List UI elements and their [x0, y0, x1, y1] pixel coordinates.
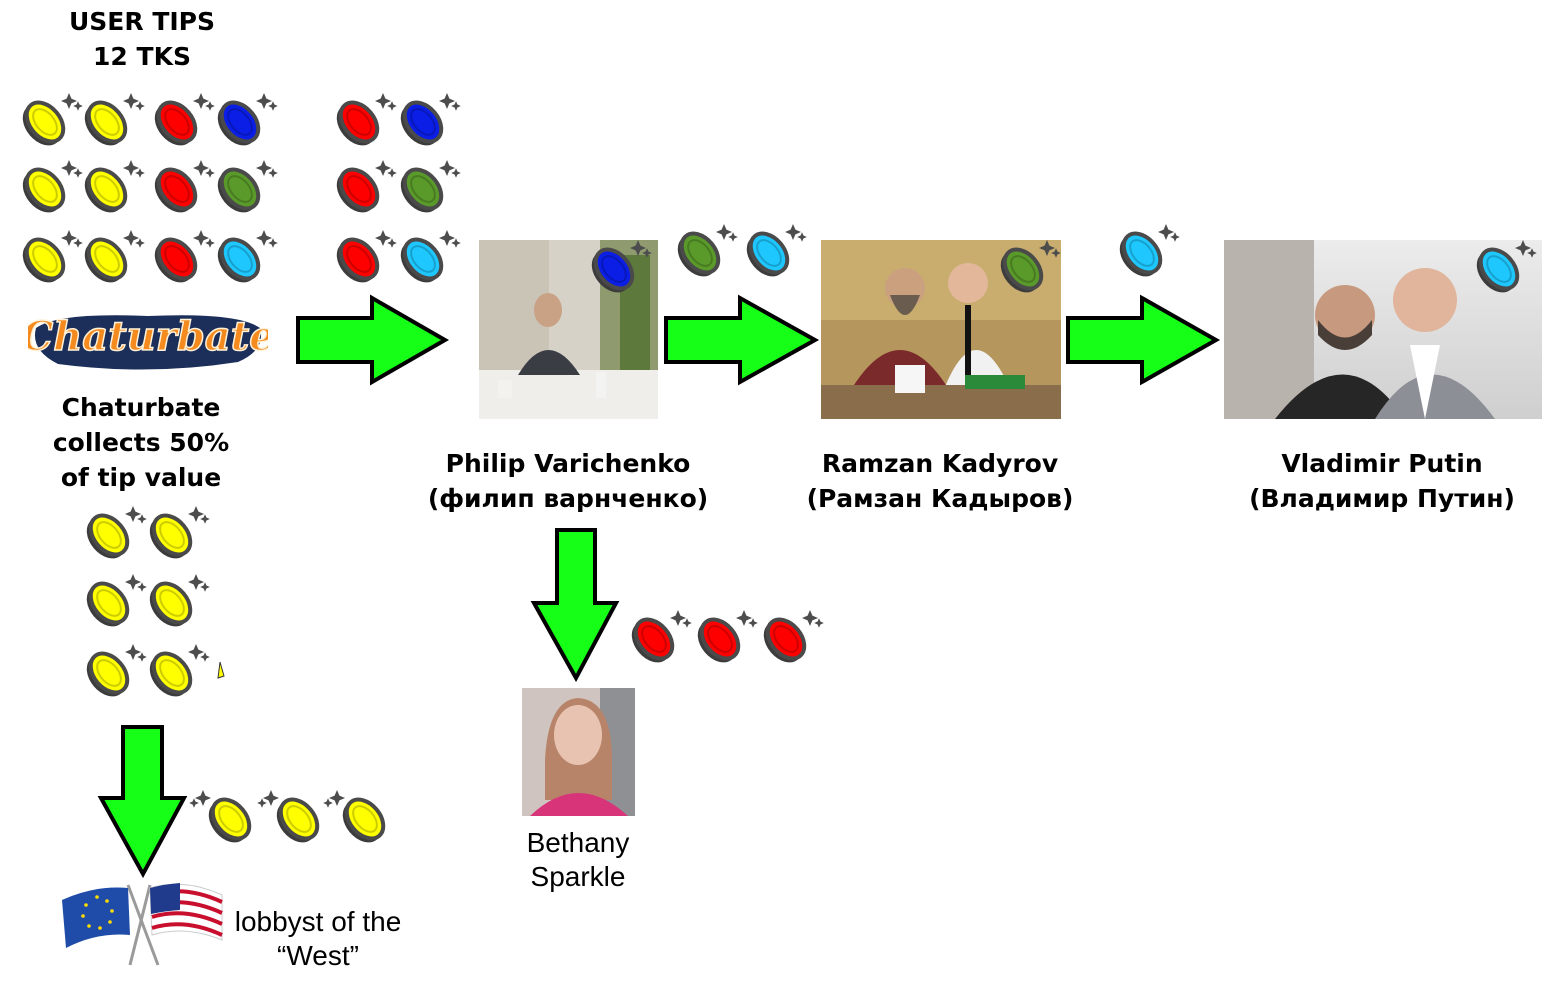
coin-yellow — [84, 160, 145, 213]
header-title: USER TIPS 12 TKS — [42, 4, 242, 74]
coin-yellow — [149, 644, 210, 697]
coin-yellow — [323, 790, 386, 843]
coin-yellow — [86, 644, 147, 697]
flags-eu-us — [62, 883, 223, 966]
lobbyist-line-2: “West” — [277, 940, 359, 971]
person-name: Vladimir Putin — [1281, 449, 1483, 478]
coin-cyan — [746, 224, 807, 277]
coin-yellow — [22, 230, 83, 283]
coin-cyan — [400, 230, 461, 283]
header-line-1: USER TIPS — [68, 7, 216, 36]
photo-bethany-sparkle — [522, 688, 635, 816]
coin-green — [677, 224, 738, 277]
chaturbate-note-line-3: of tip value — [60, 463, 222, 492]
recipient-line-2: Sparkle — [530, 861, 626, 892]
coin-red — [631, 610, 692, 663]
label-bethany-sparkle: Bethany Sparkle — [498, 826, 658, 894]
coin-yellow — [189, 790, 252, 843]
coin-cyan — [1476, 240, 1537, 293]
coin-yellow — [22, 160, 83, 213]
coin-blue — [591, 240, 652, 293]
coin-cyan — [1119, 224, 1180, 277]
chaturbate-logo-text: Chaturbate — [28, 313, 268, 360]
arrow-to-lobbyist — [97, 725, 188, 879]
coin-yellow — [84, 93, 145, 146]
arrow-to-philip — [296, 294, 450, 386]
coin-cyan — [217, 230, 278, 283]
arrow-to-kadyrov — [664, 294, 820, 386]
label-vladimir-putin: Vladimir Putin (Владимир Путин) — [1232, 446, 1532, 516]
coin-green — [217, 160, 278, 213]
label-ramzan-kadyrov: Ramzan Kadyrov (Рамзан Кадыров) — [790, 446, 1090, 516]
photo-ramzan-kadyrov — [821, 240, 1061, 419]
coin-green — [400, 160, 461, 213]
coin-red — [336, 230, 397, 283]
coin-red — [336, 93, 397, 146]
coin-fragment — [217, 661, 225, 679]
photo-vladimir-putin — [1224, 240, 1542, 419]
coin-yellow — [86, 574, 147, 627]
coin-yellow — [86, 506, 147, 559]
coin-green — [1000, 240, 1061, 293]
arrow-to-putin — [1066, 294, 1221, 386]
coin-yellow — [84, 230, 145, 283]
header-line-2: 12 TKS — [93, 42, 191, 71]
coin-yellow — [257, 790, 320, 843]
arrow-to-bethany — [530, 528, 620, 683]
person-alt-name: (Рамзан Кадыров) — [806, 484, 1074, 513]
chaturbate-logo: Chaturbate — [28, 312, 268, 370]
chaturbate-note-line-1: Chaturbate — [61, 393, 221, 422]
label-philip-varichenko: Philip Varichenko (филип варнченко) — [418, 446, 718, 516]
coin-yellow — [149, 574, 210, 627]
coin-yellow — [22, 93, 83, 146]
coin-yellow — [149, 506, 210, 559]
coin-red — [154, 160, 215, 213]
coin-red — [154, 93, 215, 146]
coin-blue — [217, 93, 278, 146]
person-alt-name: (филип варнченко) — [427, 484, 709, 513]
person-alt-name: (Владимир Путин) — [1249, 484, 1515, 513]
coin-blue — [400, 93, 461, 146]
coin-red — [154, 230, 215, 283]
person-name: Ramzan Kadyrov — [821, 449, 1059, 478]
person-name: Philip Varichenko — [445, 449, 691, 478]
lobbyist-line-1: lobbyst of the — [234, 906, 402, 937]
chaturbate-note: Chaturbate collects 50% of tip value — [20, 390, 262, 495]
chaturbate-note-line-2: collects 50% — [52, 428, 230, 457]
coin-red — [697, 610, 758, 663]
coin-red — [336, 160, 397, 213]
coin-red — [763, 610, 824, 663]
recipient-line-1: Bethany — [526, 827, 630, 858]
label-lobbyist: lobbyst of the “West” — [222, 905, 414, 973]
